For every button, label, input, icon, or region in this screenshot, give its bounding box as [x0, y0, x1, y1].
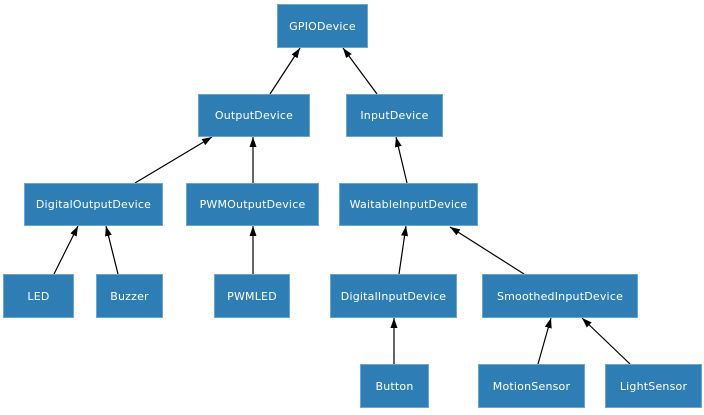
class-node-label: OutputDevice	[214, 109, 294, 122]
class-node-PWMLED[interactable]: PWMLED	[214, 274, 290, 318]
inheritance-edge-DigitalOutputDevice-to-OutputDevice	[134, 136, 213, 184]
class-node-label: DigitalInputDevice	[340, 289, 447, 303]
class-node-label: LightSensor	[619, 379, 688, 393]
class-node-label: Buzzer	[110, 289, 149, 303]
class-node-label: PWMOutputDevice	[199, 198, 306, 211]
class-node-DigitalInputDevice[interactable]: DigitalInputDevice	[330, 274, 457, 318]
class-node-LED[interactable]: LED	[3, 274, 74, 318]
inheritance-edge-Buzzer-to-DigitalOutputDevice	[105, 225, 119, 275]
inheritance-edge-InputDevice-to-GPIODevice	[342, 47, 378, 95]
class-node-Buzzer[interactable]: Buzzer	[96, 274, 163, 318]
class-node-label: LED	[27, 289, 50, 303]
class-node-MotionSensor[interactable]: MotionSensor	[478, 364, 585, 408]
class-node-InputDevice[interactable]: InputDevice	[346, 94, 443, 137]
class-node-label: MotionSensor	[492, 379, 571, 393]
class-node-PWMOutputDevice[interactable]: PWMOutputDevice	[186, 183, 319, 226]
class-node-OutputDevice[interactable]: OutputDevice	[198, 94, 310, 137]
class-node-Button[interactable]: Button	[360, 364, 429, 408]
class-node-DigitalOutputDevice[interactable]: DigitalOutputDevice	[24, 183, 163, 226]
class-node-label: Button	[375, 379, 414, 393]
class-node-LightSensor[interactable]: LightSensor	[605, 364, 702, 408]
class-node-WaitableInputDevice[interactable]: WaitableInputDevice	[339, 183, 478, 226]
inheritance-edge-WaitableInputDevice-to-InputDevice	[394, 136, 408, 184]
inheritance-edge-LED-to-DigitalOutputDevice	[53, 225, 79, 275]
class-node-label: PWMLED	[227, 289, 277, 303]
class-node-label: GPIODevice	[289, 19, 356, 33]
class-node-GPIODevice[interactable]: GPIODevice	[277, 4, 368, 48]
inheritance-edge-OutputDevice-to-GPIODevice	[269, 47, 301, 95]
class-node-label: DigitalOutputDevice	[35, 198, 152, 211]
class-node-SmoothedInputDevice[interactable]: SmoothedInputDevice	[482, 274, 638, 318]
class-node-label: InputDevice	[360, 109, 429, 122]
class-node-label: WaitableInputDevice	[349, 198, 468, 211]
inheritance-edge-DigitalInputDevice-to-WaitableInputDevice	[398, 225, 409, 275]
inheritance-edge-MotionSensor-to-SmoothedInputDevice	[537, 317, 552, 365]
inheritance-edge-SmoothedInputDevice-to-WaitableInputDevice	[449, 226, 525, 275]
class-node-label: SmoothedInputDevice	[496, 289, 624, 303]
inheritance-edge-LightSensor-to-SmoothedInputDevice	[581, 317, 631, 365]
